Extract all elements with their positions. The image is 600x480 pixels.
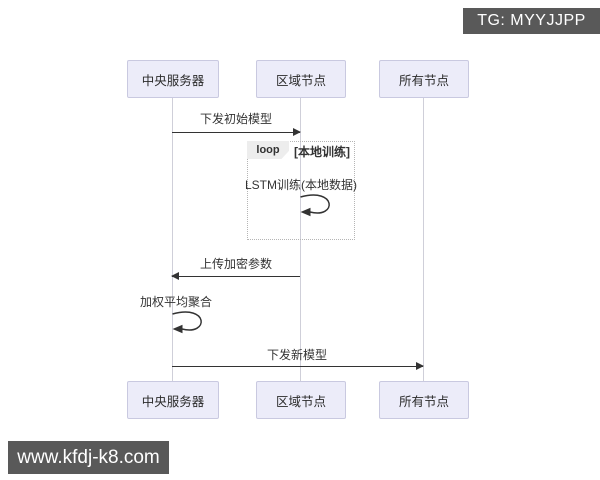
actor-label: 区域节点 [275, 394, 326, 409]
actor-label: 所有节点 [398, 394, 449, 409]
actor-bottom-all-nodes: 所有节点 [379, 381, 469, 419]
lifeline-central-server [172, 98, 173, 381]
actor-label: 中央服务器 [141, 394, 205, 409]
actor-bottom-central-server: 中央服务器 [127, 381, 219, 419]
tg-watermark-badge: TG: MYYJJPP [463, 8, 600, 34]
message-label-upload-encrypted-params: 上传加密参数 [199, 257, 273, 271]
actor-label: 区域节点 [275, 73, 326, 88]
message-label-weighted-aggregation: 加权平均聚合 [139, 295, 213, 309]
actor-bottom-regional-node: 区域节点 [256, 381, 346, 419]
actor-top-central-server: 中央服务器 [127, 60, 219, 98]
message-label-send-new-model: 下发新模型 [266, 348, 328, 362]
actor-top-regional-node: 区域节点 [256, 60, 346, 98]
arrowhead-left-icon [171, 272, 179, 281]
arrowhead-right-icon [416, 362, 424, 371]
actor-label: 所有节点 [398, 73, 449, 88]
loop-frame [247, 141, 355, 240]
loop-condition-label: [本地训练] [294, 145, 350, 159]
message-label-send-initial-model: 下发初始模型 [199, 112, 273, 126]
actor-top-all-nodes: 所有节点 [379, 60, 469, 98]
website-watermark-badge: www.kfdj-k8.com [8, 441, 169, 474]
message-label-lstm-training: LSTM训练(本地数据) [245, 178, 357, 192]
message-arrow-upload-encrypted-params [171, 272, 300, 281]
lifeline-all-nodes [423, 98, 424, 381]
loop-label: loop [247, 141, 289, 159]
message-arrow-send-initial-model [172, 128, 301, 137]
message-arrow-send-new-model [172, 362, 424, 371]
arrowhead-right-icon [293, 128, 301, 137]
self-message-arrow-weighted-aggregation [172, 311, 202, 334]
self-message-arrow-lstm-training [300, 194, 330, 217]
actor-label: 中央服务器 [141, 73, 205, 88]
